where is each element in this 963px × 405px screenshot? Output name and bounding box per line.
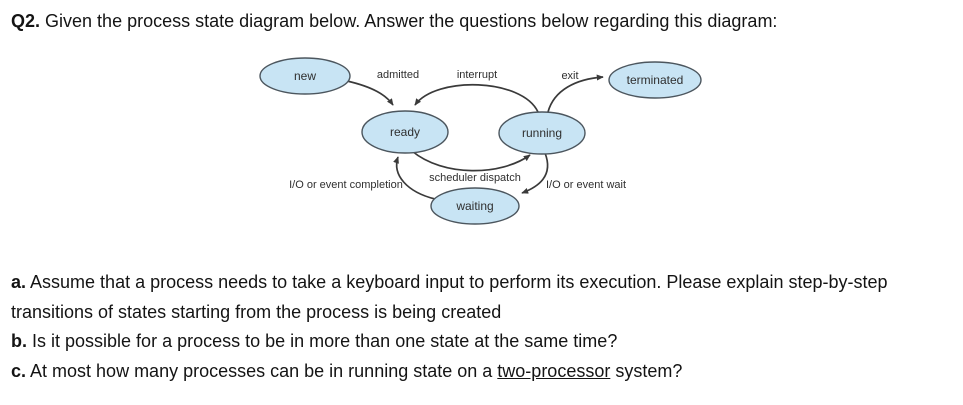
transition-arrow-io-completion (393, 156, 436, 200)
question-number: Q2. (11, 11, 41, 31)
transition-arrow-io-wait (521, 152, 549, 194)
question-b-label: b. (11, 331, 27, 351)
question-title: Q2. Given the process state diagram belo… (11, 8, 956, 35)
question-a: a. Assume that a process needs to take a… (11, 268, 956, 327)
state-node-new (259, 57, 351, 95)
state-label-terminated: terminated (627, 73, 684, 87)
state-node-waiting (430, 187, 520, 225)
question-b: b. Is it possible for a process to be in… (11, 327, 956, 357)
question-c-label: c. (11, 360, 27, 381)
question-a-text: Assume that a process needs to take a ke… (11, 272, 888, 322)
transition-label-io-wait: I/O or event wait (546, 179, 626, 191)
state-label-running: running (522, 126, 562, 140)
transition-arrow-scheduler-dispatch (411, 150, 531, 172)
process-state-diagram-svg: admitted interrupt exit scheduler dispatchI… (259, 57, 702, 225)
question-b-text: Is it possible for a process to be in mo… (32, 331, 618, 351)
transition-arrow-admitted (346, 80, 394, 106)
state-node-ready (361, 110, 449, 154)
transition-label-scheduler-dispatch: scheduler dispatch (429, 172, 521, 184)
question-c-text-before: At most how many processes can be in run… (30, 360, 498, 381)
state-node-running (498, 111, 586, 155)
transition-arrow-interrupt (414, 83, 539, 113)
state-label-ready: ready (390, 125, 420, 139)
state-node-terminated (608, 61, 702, 99)
question-a-label: a. (11, 272, 27, 292)
transition-label-interrupt: interrupt (457, 69, 497, 81)
transition-label-io-completion: I/O or event completion (289, 179, 403, 191)
question-c-text-after: system? (610, 360, 683, 381)
question-c: c. At most how many processes can be in … (11, 357, 956, 387)
state-label-waiting: waiting (455, 199, 493, 213)
transition-label-exit: exit (561, 70, 578, 82)
question-c-underlined-term: two-processor (497, 360, 611, 381)
sub-questions: a. Assume that a process needs to take a… (11, 268, 956, 386)
transition-arrow-exit (547, 74, 604, 113)
question-title-text: Given the process state diagram below. A… (45, 11, 778, 31)
state-label-new: new (294, 69, 316, 83)
transition-label-admitted: admitted (377, 69, 419, 81)
